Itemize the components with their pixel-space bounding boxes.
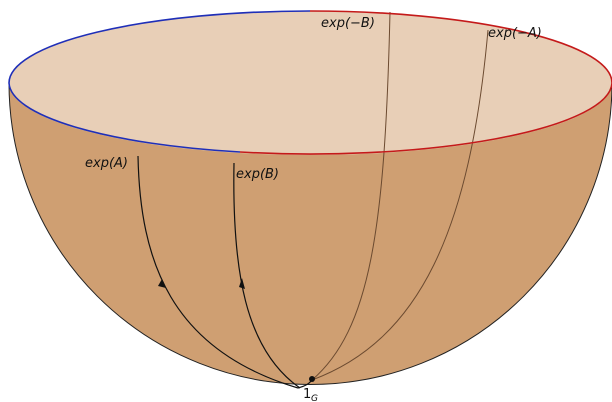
rim-left-blue — [8, 10, 311, 153]
label-exp-neg-A: exp(−A) — [488, 26, 542, 41]
arrow-exp-A — [158, 279, 166, 288]
label-identity-subscript: G — [311, 394, 318, 402]
bowl-body — [8, 82, 612, 385]
identity-point — [309, 376, 315, 382]
geodesic-exp-A — [137, 155, 299, 389]
label-exp-neg-B: exp(−B) — [321, 16, 375, 31]
label-exp-B: exp(B) — [236, 167, 279, 182]
geodesic-exp-neg-A-back — [311, 29, 489, 381]
geodesic-exp-B — [233, 162, 301, 389]
arrow-exp-B — [239, 278, 245, 289]
bowl-opening — [9, 11, 612, 155]
rim-right-red — [239, 10, 612, 155]
geodesic-exp-neg-B-back — [311, 11, 391, 381]
label-exp-A: exp(A) — [85, 156, 128, 171]
label-identity: 1 — [303, 387, 311, 402]
